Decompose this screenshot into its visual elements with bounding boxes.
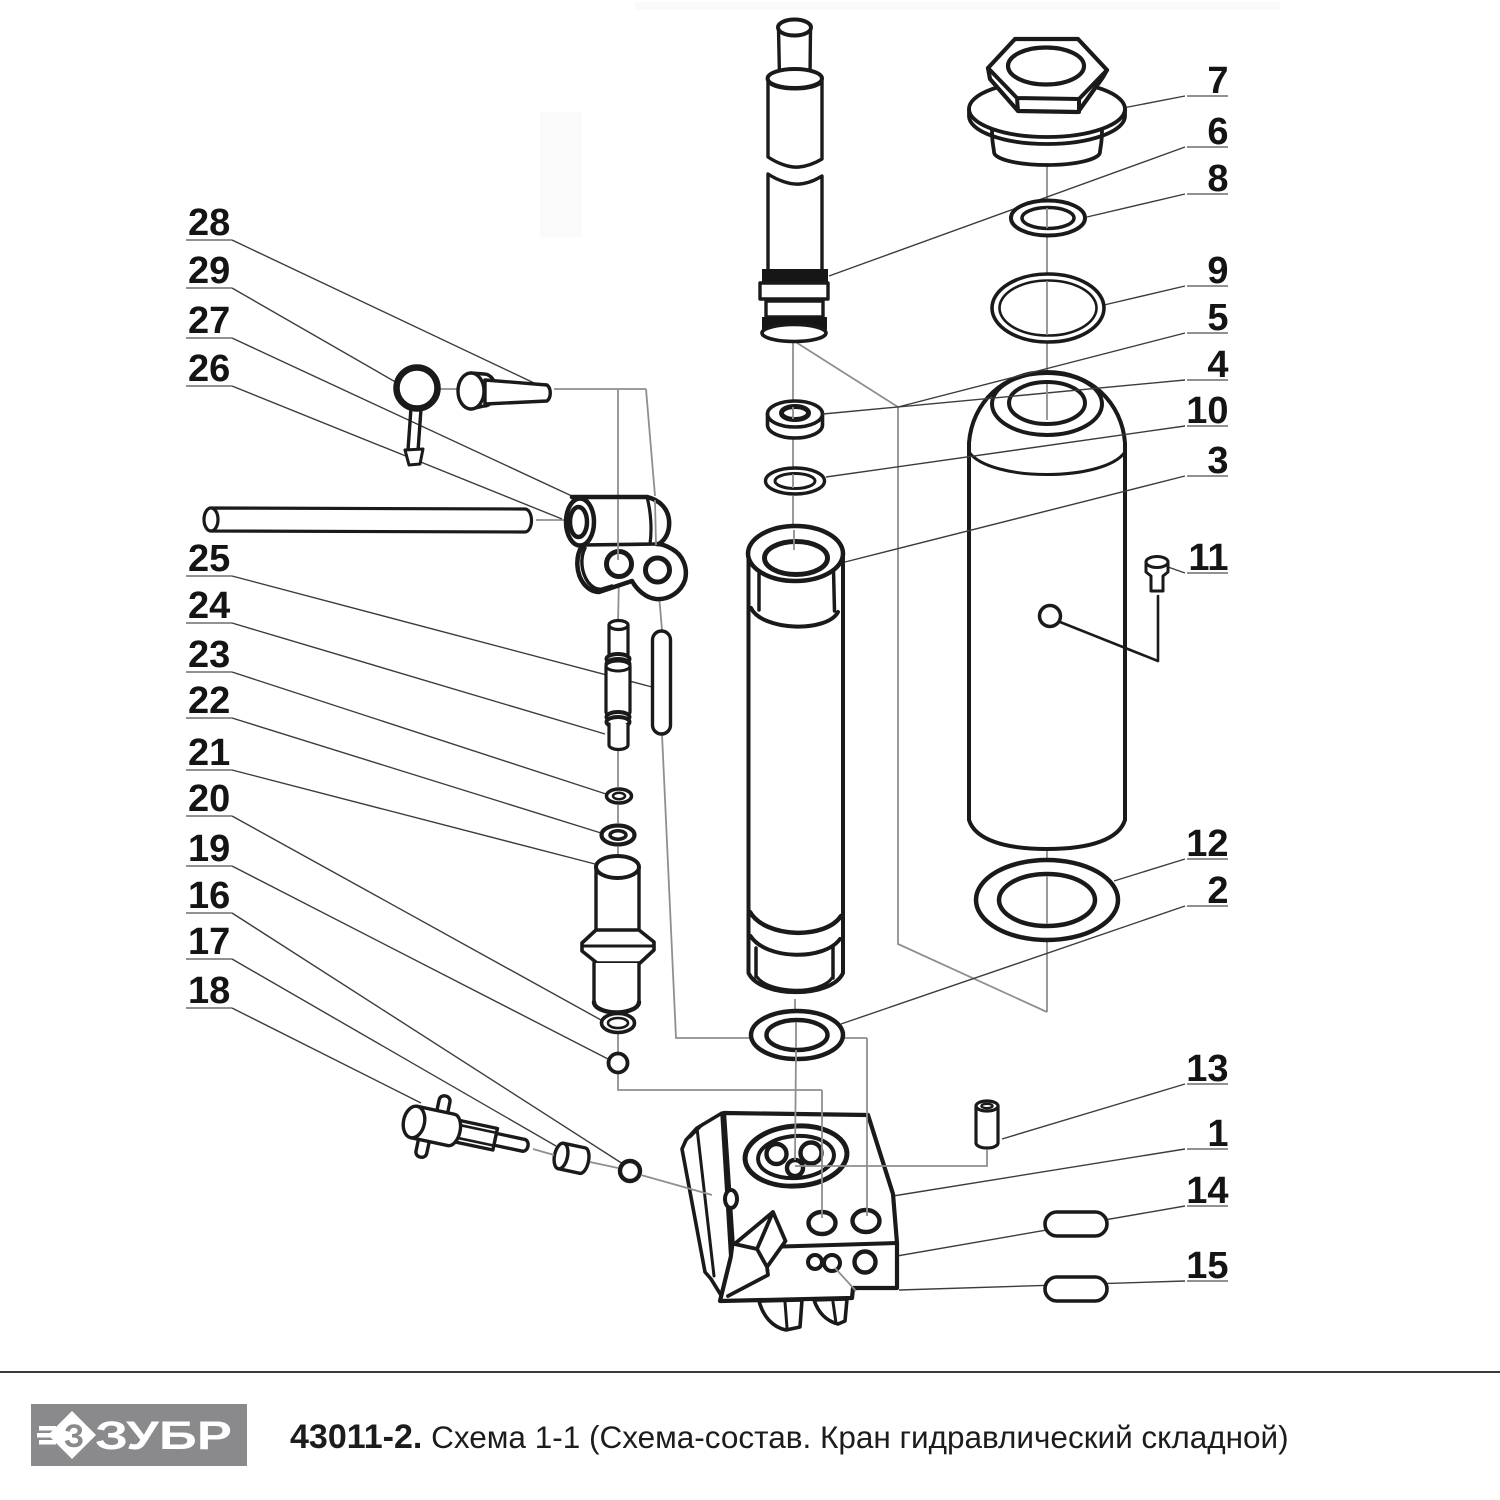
svg-text:7: 7 xyxy=(1207,60,1228,102)
svg-text:4: 4 xyxy=(1207,344,1228,386)
svg-text:3: 3 xyxy=(1207,440,1228,482)
svg-text:24: 24 xyxy=(188,585,230,627)
svg-text:8: 8 xyxy=(1207,158,1228,200)
svg-text:ЗУБР: ЗУБР xyxy=(95,1414,232,1458)
svg-text:6: 6 xyxy=(1207,111,1228,153)
svg-text:29: 29 xyxy=(188,250,230,292)
svg-text:18: 18 xyxy=(188,970,230,1012)
svg-text:25: 25 xyxy=(188,538,230,580)
svg-text:5: 5 xyxy=(1207,297,1228,339)
svg-text:26: 26 xyxy=(188,348,230,390)
svg-text:21: 21 xyxy=(188,732,230,774)
svg-text:22: 22 xyxy=(188,680,230,722)
svg-text:14: 14 xyxy=(1186,1170,1228,1212)
svg-text:43011-2. Схема 1-1 (Схема-сост: 43011-2. Схема 1-1 (Схема-состав. Кран г… xyxy=(290,1418,1289,1456)
svg-text:2: 2 xyxy=(1207,870,1228,912)
svg-text:17: 17 xyxy=(188,921,230,963)
svg-text:12: 12 xyxy=(1186,823,1228,865)
svg-text:З: З xyxy=(64,1418,84,1454)
svg-text:1: 1 xyxy=(1207,1113,1228,1155)
svg-text:11: 11 xyxy=(1188,537,1228,579)
svg-text:28: 28 xyxy=(188,202,230,244)
svg-text:16: 16 xyxy=(188,875,230,917)
svg-text:19: 19 xyxy=(188,828,230,870)
svg-text:10: 10 xyxy=(1186,390,1228,432)
svg-text:27: 27 xyxy=(188,300,230,342)
svg-text:20: 20 xyxy=(188,778,230,820)
svg-text:9: 9 xyxy=(1207,250,1228,292)
svg-text:15: 15 xyxy=(1186,1245,1228,1287)
svg-text:13: 13 xyxy=(1186,1048,1228,1090)
svg-text:23: 23 xyxy=(188,634,230,676)
